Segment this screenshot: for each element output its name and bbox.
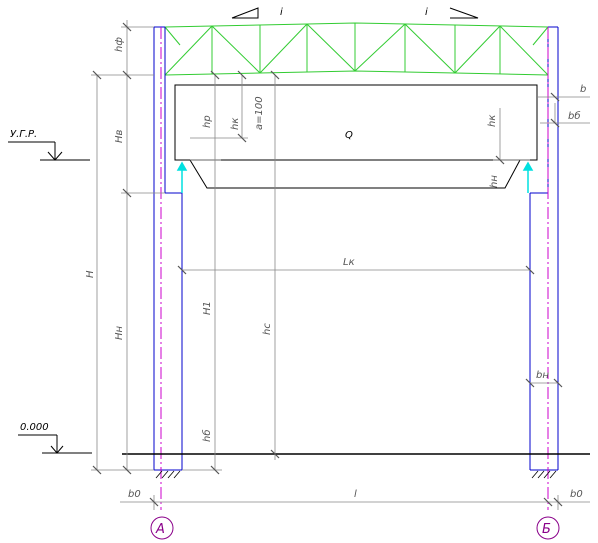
right-h-label: hк — [487, 115, 498, 127]
h-lower-label: Hн — [114, 325, 125, 340]
span-label: l — [354, 489, 357, 500]
top-label-right: i — [425, 7, 428, 18]
column-width-label: bн — [536, 370, 549, 381]
left-offset-label: b0 — [128, 489, 141, 500]
h-rail-label: hр — [202, 115, 213, 128]
dimension-ticks — [92, 22, 563, 507]
span-crane-label: Lк — [343, 257, 355, 268]
axis-lines — [160, 27, 549, 510]
h1-label: H1 — [202, 301, 213, 315]
left-column — [153, 26, 183, 471]
axis-bubble-a: А — [150, 516, 174, 540]
rail-stops — [176, 161, 534, 193]
axis-b-label: Б — [542, 522, 551, 537]
h-beam-label: Hв — [114, 129, 125, 143]
level-top-label: У.Г.Р. — [10, 129, 37, 140]
base-hatching — [155, 470, 557, 479]
crane-load-label: Q — [345, 130, 353, 141]
right-top-dim-label: b — [580, 84, 586, 95]
level-marker-top — [8, 141, 90, 161]
level-zero-label: 0.000 — [20, 422, 49, 433]
roof-truss — [164, 22, 549, 76]
h-total-label: H — [85, 270, 96, 278]
top-arrows — [231, 7, 479, 19]
level-marker-zero — [18, 434, 92, 454]
h-base-label: hб — [201, 429, 213, 442]
h-crane-girder-label: hк — [230, 118, 241, 130]
crane-gauge-note: a=100 — [254, 96, 265, 130]
axis-a-label: А — [155, 522, 165, 537]
right-column — [529, 26, 559, 471]
right-offset-label: b0 — [570, 489, 583, 500]
right-h-lower-label: hн — [489, 175, 500, 188]
axis-bubble-b: Б — [536, 516, 560, 540]
top-label-left: i — [280, 7, 283, 18]
h-truss-label: hф — [114, 37, 125, 52]
dimension-lines — [91, 20, 590, 510]
right-small-dim-label: bб — [568, 110, 581, 122]
hc-label: hс — [262, 323, 273, 335]
crane — [174, 84, 538, 189]
